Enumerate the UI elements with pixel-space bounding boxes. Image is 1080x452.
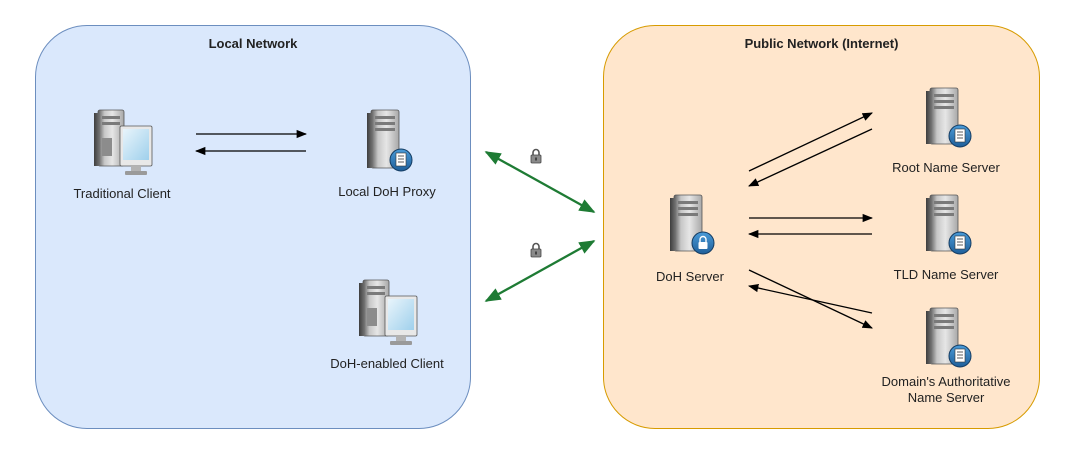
name-server-icon: [926, 87, 972, 148]
authoritative-name-server-label: Domain's Authoritative Name Server: [881, 374, 1011, 405]
workstation-icon: [359, 279, 418, 345]
lock-icon: [530, 242, 542, 258]
doh-server-label: DoH Server: [656, 269, 724, 284]
name-server-icon: [926, 194, 972, 255]
local-network-title: Local Network: [208, 36, 298, 51]
edge-doh-to-root: [748, 112, 873, 172]
root-name-server-label: Root Name Server: [892, 160, 1000, 175]
name-server-icon: [926, 307, 972, 368]
public-network-title: Public Network (Internet): [744, 36, 899, 51]
doh-enabled-client-label: DoH-enabled Client: [330, 356, 444, 371]
local-doh-proxy-label: Local DoH Proxy: [338, 184, 436, 199]
tld-name-server-label: TLD Name Server: [893, 267, 999, 282]
edge-authoritative-to-doh: [747, 283, 873, 314]
edge-proxy-doh-server-encrypted: [484, 150, 596, 214]
secure-server-icon: [670, 194, 715, 255]
edge-root-to-doh: [748, 128, 873, 187]
lock-icon: [530, 148, 542, 164]
traditional-client-label: Traditional Client: [73, 186, 171, 201]
edge-client-doh-server-encrypted: [484, 239, 596, 303]
proxy-server-icon: [367, 109, 413, 172]
workstation-icon: [94, 109, 153, 175]
local-network-region: Local Network: [35, 25, 471, 429]
